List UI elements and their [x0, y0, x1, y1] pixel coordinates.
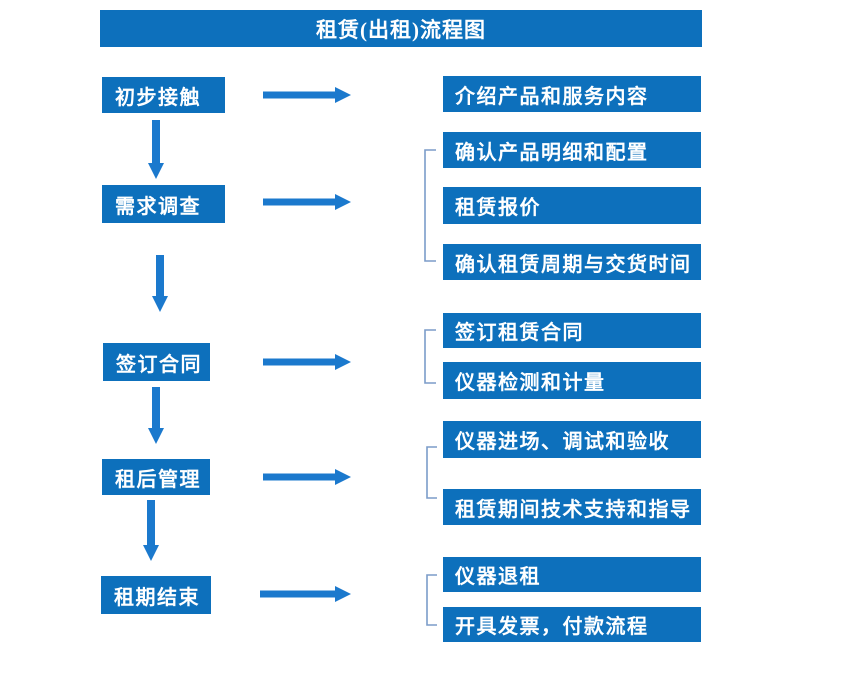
detail-rental-quotation: 租赁报价: [443, 187, 701, 224]
detail-instrument-return: 仪器退租: [443, 557, 701, 592]
bracket-rental-end-group: [426, 574, 437, 626]
detail-invoice-payment-process: 开具发票，付款流程: [443, 607, 701, 642]
bracket-sign-contract-group: [424, 329, 436, 384]
detail-tech-support-guidance: 租赁期间技术支持和指导: [443, 489, 701, 525]
detail-instrument-arrival-acceptance: 仪器进场、调试和验收: [443, 421, 701, 458]
detail-confirm-period-delivery: 确认租赁周期与交货时间: [443, 244, 701, 280]
step-sign-contract: 签订合同: [103, 343, 210, 381]
step-initial-contact: 初步接触: [102, 77, 225, 113]
step-post-rental-management: 租后管理: [102, 459, 210, 495]
step-demand-survey: 需求调查: [102, 185, 225, 223]
detail-confirm-product-config: 确认产品明细和配置: [443, 132, 701, 168]
detail-instrument-testing-metrology: 仪器检测和计量: [443, 362, 701, 399]
page-title: 租赁(出租)流程图: [100, 10, 702, 47]
detail-introduce-products-services: 介绍产品和服务内容: [443, 76, 701, 112]
detail-sign-rental-contract: 签订租赁合同: [443, 313, 701, 348]
bracket-demand-survey-group: [424, 149, 436, 262]
bracket-post-rental-group: [426, 446, 437, 499]
step-rental-period-end: 租期结束: [101, 576, 211, 614]
